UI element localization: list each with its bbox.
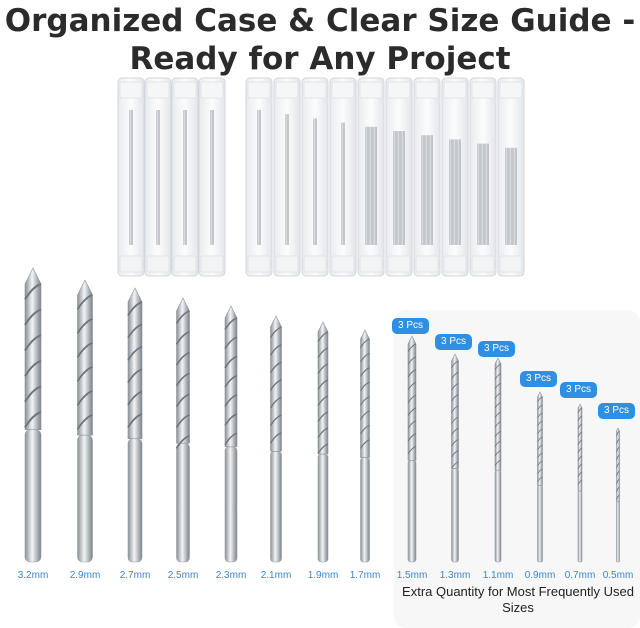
extra-quantity-panel [394, 310, 640, 628]
size-label: 2.9mm [69, 570, 101, 581]
drill-bit-2-9mm [76, 279, 93, 563]
storage-case [245, 77, 273, 277]
title-line-2: Ready for Any Project [129, 41, 511, 77]
size-label: 0.9mm [524, 570, 556, 581]
storage-case [198, 77, 226, 277]
storage-case [497, 77, 525, 277]
size-label: 2.3mm [215, 570, 247, 581]
extra-quantity-caption: Extra Quantity for Most Frequently Used … [402, 584, 634, 615]
case-drill-bit [429, 135, 433, 245]
size-label: 1.3mm [439, 570, 471, 581]
case-drill-bit [509, 147, 513, 245]
case-drill-bit [457, 139, 461, 245]
case-drill-bit [210, 110, 214, 245]
case-drill-bit [129, 110, 133, 245]
case-drill-bit [513, 147, 517, 245]
case-drill-bit [421, 135, 425, 245]
case-drill-bit [397, 131, 401, 245]
storage-case [469, 77, 497, 277]
quantity-badge: 3 Pcs [392, 318, 430, 334]
storage-case [413, 77, 441, 277]
storage-case [357, 77, 385, 277]
case-drill-bit [477, 143, 481, 245]
case-drill-bit [156, 110, 160, 245]
size-label: 1.5mm [396, 570, 428, 581]
case-drill-bit [485, 143, 489, 245]
case-drill-bit [453, 139, 457, 245]
title-line-1: Organized Case & Clear Size Guide - [4, 3, 636, 39]
case-drill-bit [369, 126, 373, 245]
drill-bit-2-3mm [224, 305, 238, 563]
case-drill-bit [401, 131, 405, 245]
case-drill-bit [365, 126, 369, 245]
drill-bit-1-5mm [407, 335, 417, 563]
quantity-badge: 3 Pcs [598, 403, 636, 419]
case-drill-bit [285, 114, 289, 245]
drill-bit-1-7mm [360, 329, 370, 563]
drill-bit-1-9mm [317, 321, 329, 563]
case-drill-bit [183, 110, 187, 245]
size-label: 0.7mm [564, 570, 596, 581]
storage-case [273, 77, 301, 277]
case-drill-bit [505, 147, 509, 245]
drill-bit-0-5mm [616, 427, 620, 563]
size-label: 0.5mm [602, 570, 634, 581]
drill-bit-3-2mm [24, 267, 42, 563]
case-drill-bit [313, 118, 317, 245]
size-label: 1.9mm [307, 570, 339, 581]
size-label: 2.5mm [167, 570, 199, 581]
quantity-badge: 3 Pcs [560, 382, 598, 398]
drill-bit-1-1mm [494, 357, 502, 563]
storage-case [144, 77, 172, 277]
case-drill-bit [449, 139, 453, 245]
drill-bit-2-7mm [127, 287, 143, 563]
storage-case [441, 77, 469, 277]
storage-case [117, 77, 145, 277]
drill-bit-2-1mm [269, 315, 282, 563]
case-drill-bit [373, 126, 377, 245]
storage-case [171, 77, 199, 277]
drill-bit-2-5mm [175, 297, 190, 563]
quantity-badge: 3 Pcs [478, 341, 516, 357]
quantity-badge: 3 Pcs [520, 371, 558, 387]
size-label: 1.7mm [349, 570, 381, 581]
page-title: Organized Case & Clear Size Guide - Read… [0, 2, 640, 78]
storage-case [385, 77, 413, 277]
size-label: 2.1mm [260, 570, 292, 581]
size-label: 1.1mm [482, 570, 514, 581]
storage-case [301, 77, 329, 277]
case-drill-bit [481, 143, 485, 245]
quantity-badge: 3 Pcs [435, 334, 473, 350]
case-drill-bit [257, 110, 261, 245]
storage-case [329, 77, 357, 277]
drill-bit-1-3mm [451, 353, 459, 563]
case-drill-bit [393, 131, 397, 245]
case-drill-bit [341, 122, 345, 245]
drill-bit-0-9mm [537, 391, 543, 563]
drill-bits-row [24, 267, 620, 563]
size-label: 2.7mm [119, 570, 151, 581]
case-drill-bit [425, 135, 429, 245]
case-row [117, 77, 525, 277]
drill-bit-0-7mm [577, 403, 583, 563]
size-label: 3.2mm [17, 570, 49, 581]
